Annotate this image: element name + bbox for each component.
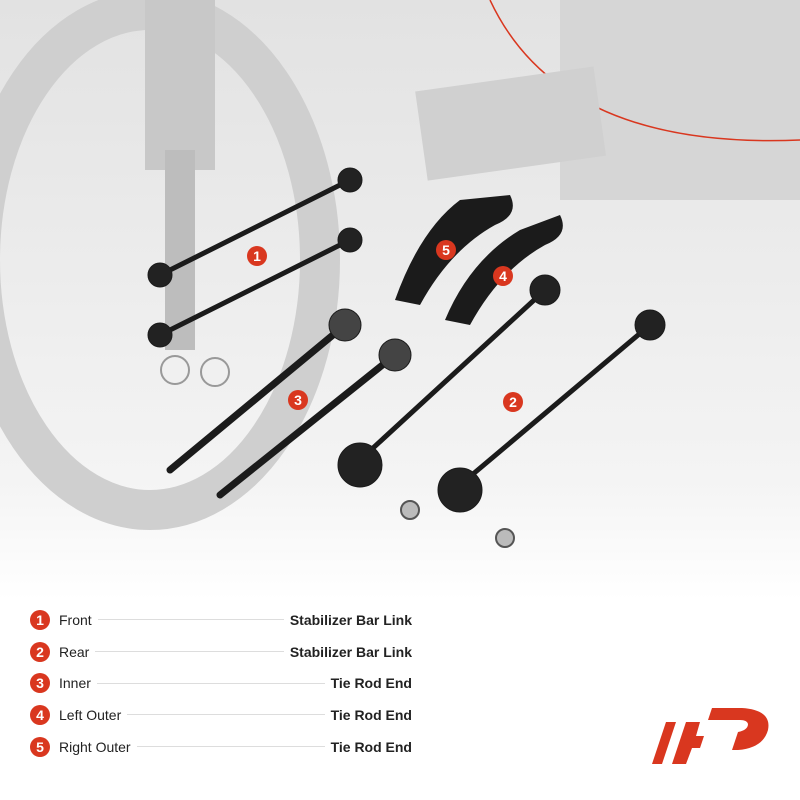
rear-stabilizer-links <box>337 274 666 548</box>
leader-line <box>95 651 284 653</box>
legend-number-badge: 4 <box>30 704 50 725</box>
callout-badge-5: 5 <box>436 240 456 260</box>
leader-line <box>127 714 325 716</box>
callout-badge-3: 3 <box>288 390 308 410</box>
front-stabilizer-links <box>147 167 363 348</box>
product-photo: 1 2 3 4 5 <box>0 0 800 600</box>
parts-legend: 1 Front Stabilizer Bar Link 2 Rear Stabi… <box>30 604 412 762</box>
inner-tie-rods <box>160 308 412 499</box>
leader-line <box>97 619 284 621</box>
callout-badge-2: 2 <box>503 392 523 412</box>
legend-position: Rear <box>59 643 90 660</box>
legend-row: 4 Left Outer Tie Rod End <box>30 699 412 731</box>
legend-part: Tie Rod End <box>330 675 412 692</box>
legend-position: Right Outer <box>59 738 131 755</box>
brand-logo <box>652 708 769 764</box>
legend-number-badge: 2 <box>30 641 50 662</box>
callout-badge-4: 4 <box>493 266 513 286</box>
legend-number-badge: 5 <box>30 736 50 757</box>
legend-part: Tie Rod End <box>330 706 412 723</box>
legend-number-badge: 3 <box>30 673 50 694</box>
suspension-background <box>0 0 800 600</box>
legend-row: 1 Front Stabilizer Bar Link <box>30 604 412 636</box>
legend-position: Inner <box>59 675 91 692</box>
legend-part: Stabilizer Bar Link <box>289 611 412 628</box>
legend-row: 5 Right Outer Tie Rod End <box>30 731 412 763</box>
legend-row: 2 Rear Stabilizer Bar Link <box>30 636 412 668</box>
legend-part: Stabilizer Bar Link <box>289 643 412 660</box>
callout-badge-1: 1 <box>247 246 267 266</box>
leader-line <box>136 746 325 748</box>
legend-row: 3 Inner Tie Rod End <box>30 667 412 699</box>
legend-position: Left Outer <box>59 706 122 723</box>
legend-position: Front <box>59 611 92 628</box>
legend-part: Tie Rod End <box>330 738 412 755</box>
leader-line <box>96 682 325 684</box>
legend-number-badge: 1 <box>30 609 50 630</box>
